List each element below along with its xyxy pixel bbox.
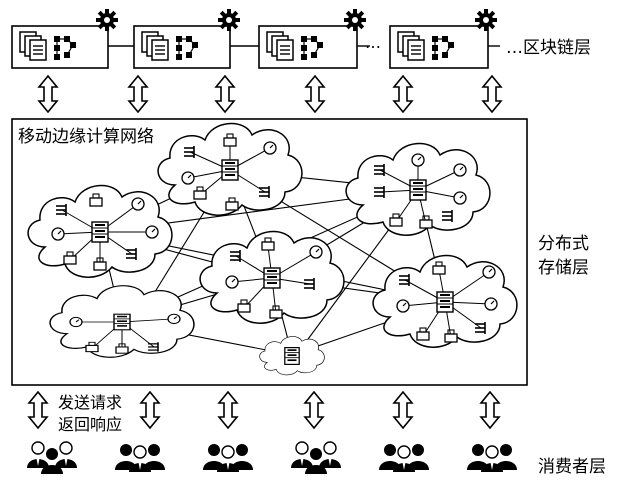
server-icon (222, 160, 238, 180)
request-label: 发送请求 (58, 392, 122, 414)
gear-icon (218, 9, 240, 31)
people-group-icon (203, 444, 253, 472)
block-2 (134, 9, 240, 68)
double-arrow-icon (394, 76, 412, 112)
storage-layer-label-line2: 存储层 (538, 256, 589, 280)
server-icon (114, 314, 130, 330)
server-icon (92, 222, 108, 242)
blockchain-layer (12, 9, 500, 68)
gear-icon (344, 9, 366, 31)
request-response-label: 发送请求 返回响应 (58, 392, 122, 436)
people-group-icon (291, 442, 341, 474)
gear-icon (475, 9, 497, 31)
double-arrow-icon (306, 76, 324, 112)
people-group-icon (379, 444, 429, 472)
server-icon (285, 348, 299, 365)
people-group-icon (467, 444, 517, 472)
edge-network-label: 移动边缘计算网络 (18, 122, 154, 147)
storage-layer-label: 分布式 存储层 (538, 232, 589, 280)
storage-layer-label-line1: 分布式 (538, 232, 589, 256)
server-icon (437, 292, 453, 312)
server-icon (410, 180, 426, 200)
gear-icon (96, 9, 118, 31)
double-arrow-icon (219, 392, 237, 428)
double-arrow-icon (481, 392, 499, 428)
double-arrow-icon (394, 392, 412, 428)
double-arrow-icon (129, 76, 147, 112)
consumer-layer-label: 消费者层 (538, 452, 606, 477)
server-icon (264, 268, 280, 288)
block-4 (390, 9, 497, 68)
upper-arrows (39, 76, 501, 112)
double-arrow-icon (29, 392, 47, 428)
consumer-layer (27, 442, 517, 474)
double-arrow-icon (141, 392, 159, 428)
people-group-icon (27, 442, 77, 474)
block-3 (259, 9, 366, 68)
people-group-icon (115, 444, 165, 472)
block-1 (12, 9, 118, 68)
blockchain-ellipsis: … (365, 33, 381, 52)
double-arrow-icon (39, 76, 57, 112)
double-arrow-icon (305, 392, 323, 428)
blockchain-layer-label: …区块链层 (506, 33, 591, 58)
double-arrow-icon (216, 76, 234, 112)
response-label: 返回响应 (58, 414, 122, 436)
double-arrow-icon (483, 76, 501, 112)
